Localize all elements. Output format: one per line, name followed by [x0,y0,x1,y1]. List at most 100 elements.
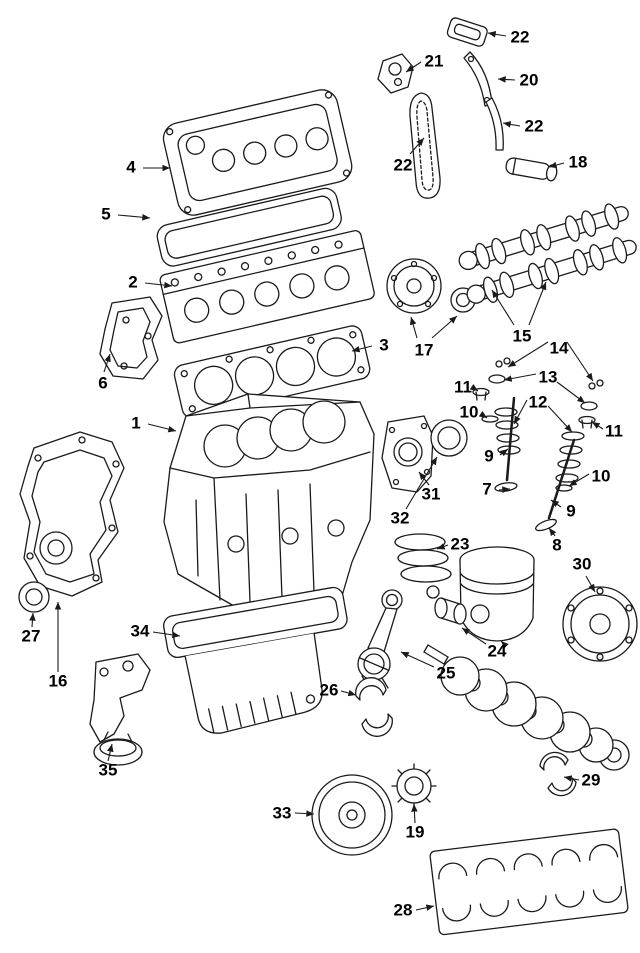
callout-6: 6 [98,373,107,392]
part-chain-tensioner-slack-guide-22 [446,17,488,47]
callout-24: 24 [488,641,507,660]
part-front-cover-gasket-6 [99,296,163,380]
leader-9-2 [550,499,562,508]
leader-11-1 [469,383,479,392]
leader-13 [503,373,537,382]
callout-18: 18 [569,152,588,171]
leader-17 [431,315,458,339]
leader-8 [548,527,557,537]
callout-12: 12 [529,392,548,411]
part-front-crank-seal-27 [18,581,50,613]
leader-20 [497,76,516,83]
leader-32 [405,456,438,510]
part-timing-cover-16 [19,431,125,597]
leader-24 [461,627,487,645]
callout-28: 28 [394,900,413,919]
callout-31: 31 [422,484,441,503]
callout-35: 35 [99,760,118,779]
callout-9-1: 9 [484,446,493,465]
leader-24 [500,640,509,649]
leader-13 [556,381,586,404]
leader-5 [117,213,151,221]
callout-10-1: 10 [460,402,479,421]
part-camshafts-15 [458,203,637,304]
callout-11-1: 11 [454,377,472,396]
part-crank-pulley-33 [311,774,393,856]
callout-26: 26 [320,680,339,699]
callout-22-2: 22 [525,116,544,135]
leader-17 [409,316,418,339]
callout-25: 25 [437,663,456,682]
callout-15: 15 [513,326,532,345]
callout-21: 21 [425,51,444,70]
leader-14 [507,341,549,368]
part-rear-main-seal-32 [430,419,468,457]
leader-2 [144,281,173,289]
callout-10-2: 10 [592,466,611,485]
leader-15 [528,281,547,326]
part-rod-bearings-26 [355,677,393,737]
callout-2: 2 [128,272,137,291]
callout-20: 20 [520,70,539,89]
leader-25 [400,651,435,668]
leader-1 [147,423,177,433]
callout-7: 7 [482,479,491,498]
callout-1: 1 [131,413,140,432]
leader-33 [294,810,315,817]
part-piston-pin [434,597,467,625]
leader-22-3 [409,137,425,155]
leader-6 [103,353,111,373]
part-cylinder-block-1 [163,393,375,607]
part-timing-chain-22 [409,92,441,199]
callout-27: 27 [22,626,41,645]
part-oil-pan-34 [163,586,348,734]
callout-33: 33 [273,803,292,822]
callout-3: 3 [379,335,388,354]
leader-7 [498,486,511,493]
part-timing-chain-tensioner-21 [377,53,414,94]
part-valve-stem-seals-11 [472,387,596,429]
callout-17: 17 [415,340,434,359]
callout-8: 8 [552,535,561,554]
callout-30: 30 [573,554,592,573]
leader-10-2 [568,473,590,487]
part-main-bearing-set-28 [429,828,629,936]
part-valve-cover-4 [162,89,353,216]
leader-14 [566,341,594,382]
callout-9-2: 9 [566,501,575,520]
part-cylinder-head-2 [159,230,375,344]
leader-28 [415,904,435,911]
part-rear-plate-30 [562,586,638,662]
leader-15 [491,289,515,326]
part-head-gasket-3 [173,325,371,419]
leader-26 [340,689,357,697]
leader-22-2 [502,121,521,128]
part-crank-sprocket-19 [391,763,437,809]
leader-22-1 [487,31,507,38]
leader-34 [152,631,181,639]
callout-29: 29 [582,770,601,789]
leader-21 [405,61,422,73]
part-valve-cover-gasket-5 [156,187,342,267]
leader-10-1 [478,410,488,419]
leader-9-1 [499,448,509,457]
part-crankshaft [423,644,630,771]
leader-35 [107,743,114,762]
part-oil-pump-strainer-35 [89,653,151,766]
callout-34: 34 [131,621,150,640]
callout-23: 23 [451,534,470,553]
leader-12 [513,399,528,425]
part-chain-guide-lower-22 [485,97,504,151]
leader-30 [585,575,596,593]
part-camshaft-bolt-18 [505,157,558,182]
callout-14: 14 [550,338,569,357]
part-piston-ring-set-23 [394,533,452,599]
leader-19 [411,803,418,824]
callout-11-2: 11 [605,421,623,440]
callout-4: 4 [126,157,136,176]
leader-12 [547,405,573,433]
leader-11-2 [591,421,604,430]
callout-32: 32 [391,508,410,527]
callout-13: 13 [539,367,558,386]
